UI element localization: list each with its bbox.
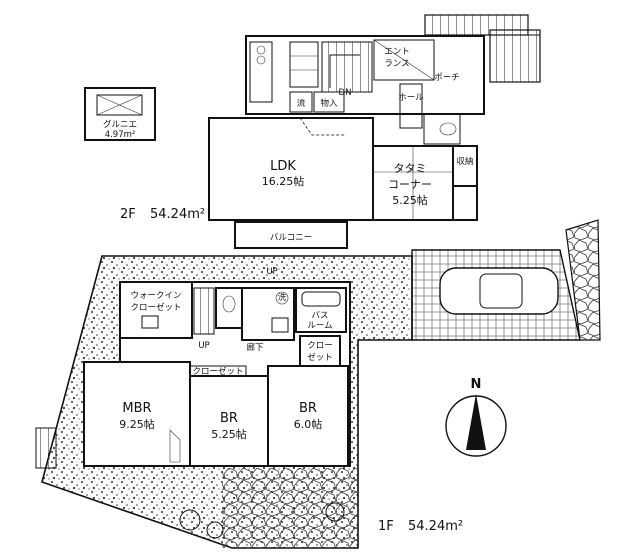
bedroom-1: クローゼット BR 5.25帖	[189, 365, 269, 467]
tatami-name-2: コーナー	[388, 178, 432, 191]
bedroom-2: BR 6.0帖	[267, 365, 349, 467]
outdoor-step	[35, 427, 57, 469]
storage-label: 収納	[456, 156, 473, 167]
bath-room: バス ルーム	[295, 287, 347, 333]
upper-block: DN エント ランス ポーチ ホール 流 物入	[245, 35, 485, 145]
floor-2: グルニエ 4.97m² DN エント	[84, 14, 541, 249]
balcony-label: バルコニー	[270, 233, 312, 243]
parking	[411, 219, 601, 341]
walkin-label-2: クローゼット	[130, 302, 181, 313]
up-label-1f: UP	[198, 341, 209, 351]
porch-label: ポーチ	[434, 73, 460, 83]
corridor-label: 廊下	[246, 342, 264, 353]
pantry-label: 物入	[320, 98, 338, 109]
stairs-1f: UP UP 廊下	[193, 267, 278, 353]
ldk-name: LDK	[270, 159, 296, 174]
sink-label-1f: 洗	[278, 292, 287, 303]
tatami-corner: タタミ コーナー 5.25帖	[372, 145, 454, 221]
sink-label-2f: 流	[297, 98, 306, 109]
closet-bar-label: クローゼット	[192, 366, 243, 377]
floor-1: ウォークイン クローゼット 洗 バス ルーム UP UP 廊下	[35, 219, 601, 549]
stair-dn-label: DN	[339, 88, 352, 98]
ldk-size: 16.25帖	[262, 175, 305, 188]
bath-label-1: バス	[311, 311, 328, 321]
br2-name: BR	[299, 401, 317, 416]
grenier-room: グルニエ 4.97m²	[84, 87, 156, 141]
up-label-top: UP	[266, 267, 277, 277]
storage-2f: 収納	[452, 145, 478, 221]
floor2-area: 54.24m²	[150, 207, 205, 222]
toilet-1f	[215, 287, 243, 329]
master-bedroom: MBR 9.25帖	[83, 361, 191, 467]
car-icon	[439, 267, 559, 315]
grenier-area: 4.97m²	[105, 130, 136, 140]
br1-name: BR	[220, 411, 238, 426]
tatami-size: 5.25帖	[392, 194, 428, 207]
entrance-label-2: ランス	[384, 59, 409, 69]
wash-room: 洗	[241, 287, 295, 341]
floor1-area: 54.24m²	[408, 519, 463, 534]
entrance-label-1: エント	[384, 47, 410, 57]
tatami-name: タタミ	[394, 162, 427, 175]
closet-label-1: クロー	[307, 341, 333, 351]
walkin-closet: ウォークイン クローゼット	[119, 281, 193, 339]
floor1-label: 1F	[378, 519, 394, 534]
floor2-label: 2F	[120, 207, 136, 222]
grenier-label: グルニエ	[103, 119, 137, 130]
compass-label: N	[471, 377, 482, 392]
closet-1f: クロー ゼット	[299, 335, 341, 367]
bath-label-2: ルーム	[307, 321, 332, 331]
br2-size: 6.0帖	[294, 418, 323, 431]
compass: N	[445, 377, 507, 457]
compass-needle-icon	[466, 394, 486, 450]
walkin-label-1: ウォークイン	[130, 291, 181, 301]
mbr-size: 9.25帖	[119, 418, 155, 431]
mbr-name: MBR	[122, 401, 151, 416]
balcony: バルコニー	[234, 221, 348, 249]
hall-label: ホール	[398, 93, 424, 103]
outdoor-stair	[424, 14, 541, 83]
closet-label-2: ゼット	[307, 352, 333, 363]
br1-size: 5.25帖	[211, 428, 247, 441]
ldk-room: LDK 16.25帖	[208, 117, 374, 221]
